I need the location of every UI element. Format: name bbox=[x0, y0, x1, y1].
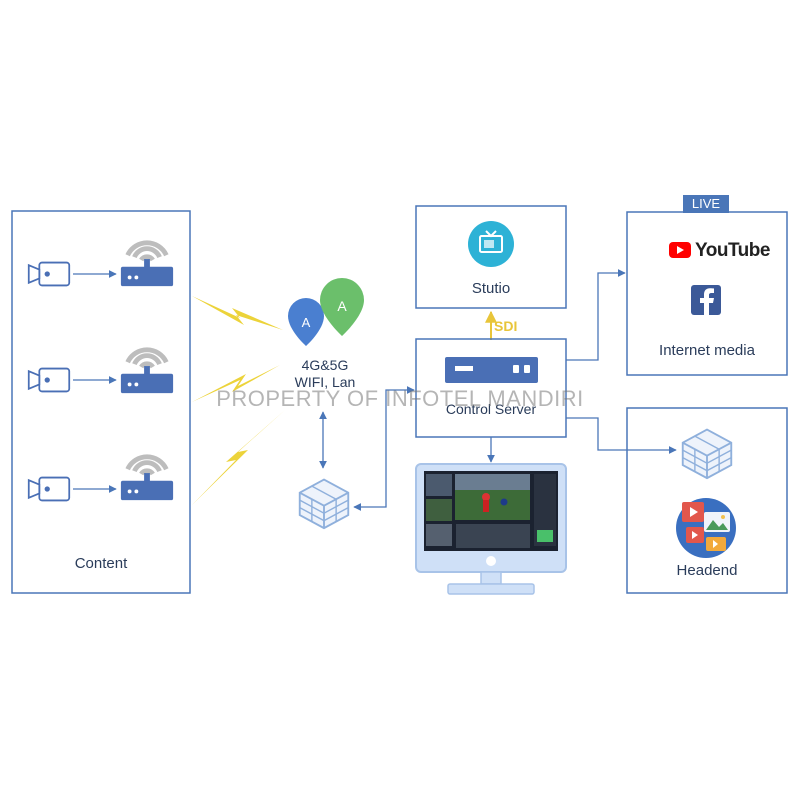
internet-media-label: Internet media bbox=[659, 342, 755, 359]
server-headend-arrow bbox=[566, 417, 677, 454]
studio-box bbox=[415, 205, 567, 309]
camera-icon bbox=[27, 261, 71, 287]
facebook-icon bbox=[691, 285, 721, 315]
router-icon bbox=[121, 457, 173, 500]
firewall-server-arrow bbox=[353, 386, 415, 511]
firewall-icon bbox=[681, 428, 733, 480]
content-box bbox=[11, 210, 191, 594]
svg-text:A: A bbox=[337, 298, 347, 314]
headend-label: Headend bbox=[676, 562, 738, 579]
network-label-line2: WIFI, Lan bbox=[294, 374, 356, 390]
monitor-icon bbox=[415, 463, 567, 595]
router-icon bbox=[121, 243, 173, 286]
server-internet-arrow bbox=[566, 269, 626, 361]
camera-icon bbox=[27, 476, 71, 502]
firewall-icon bbox=[298, 478, 350, 530]
control-server-label: Control Server bbox=[445, 401, 537, 417]
youtube-icon bbox=[669, 242, 691, 258]
watermark-text: PROPERTY OF INFOTEL MANDIRI bbox=[216, 386, 584, 411]
location-pin-icon: A bbox=[320, 278, 364, 336]
server-icon bbox=[445, 357, 538, 383]
sdi-label: SDI bbox=[494, 318, 518, 334]
studio-label: Stutio bbox=[471, 280, 511, 297]
location-pin-icon: A bbox=[288, 298, 324, 346]
lightning-bolt-icon bbox=[192, 410, 285, 505]
youtube-label: YouTube bbox=[695, 240, 770, 261]
media-gallery-icon bbox=[676, 498, 736, 558]
svg-text:A: A bbox=[302, 315, 311, 330]
network-label-line1: 4G&5G bbox=[301, 357, 349, 373]
content-label: Content bbox=[74, 555, 128, 572]
live-badge: LIVE bbox=[683, 195, 729, 213]
lightning-bolt-icon bbox=[192, 296, 283, 330]
headend-box bbox=[626, 407, 788, 594]
tv-icon bbox=[468, 221, 514, 267]
